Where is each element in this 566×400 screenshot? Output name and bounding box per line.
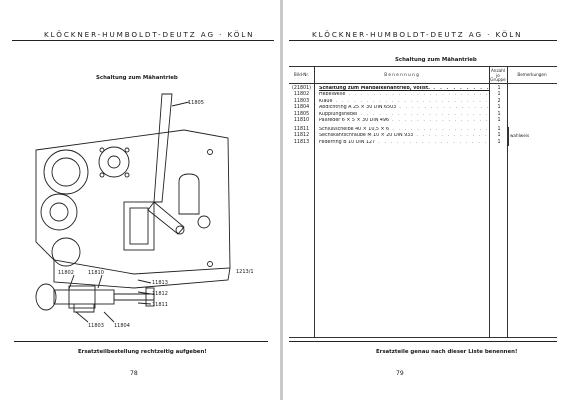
- table-row: 11813 Federring B 10 DIN 127 . . . . . .…: [293, 139, 501, 145]
- drawing-number: 1213/1: [236, 269, 254, 275]
- callout-11805: 11805: [188, 100, 204, 106]
- drawing-callouts: 11805 11802 11810 11813 11812 11811 1180…: [58, 100, 254, 329]
- right-page: KLÖCKNER-HUMBOLDT-DEUTZ AG · KÖLN Schalt…: [283, 0, 566, 400]
- table-row: 11802 Hebelwelle . . . . . . . . . . . .…: [293, 92, 501, 98]
- left-page-subtitle: Schaltung zum Mähantrieb: [96, 75, 178, 81]
- table-row: 11812 Sechskantschraube M 10 × 20 DIN 93…: [293, 133, 530, 139]
- callout-11804: 11804: [114, 323, 130, 329]
- left-header-rule: [12, 40, 274, 41]
- left-page-header: KLÖCKNER-HUMBOLDT-DEUTZ AG · KÖLN: [44, 30, 255, 39]
- callout-11802: 11802: [58, 270, 74, 276]
- wahlweise-brace: [508, 127, 509, 146]
- table-row: 11803 Klaue . . . . . . . . . . . . . . …: [293, 98, 501, 104]
- left-page: KLÖCKNER-HUMBOLDT-DEUTZ AG · KÖLN Schalt…: [0, 0, 280, 400]
- table-row: 11810 Paßfeder 6 × 5 × 30 DIN 496 . . . …: [293, 118, 501, 123]
- page-gutter: [280, 0, 283, 400]
- table-row: 11805 Kupplungshebel . . . . . . . . . .…: [293, 111, 501, 117]
- right-header-rule: [289, 40, 557, 41]
- left-footer-rule: [14, 341, 268, 342]
- kupplungshebel-lever: [153, 93, 173, 203]
- exploded-parts-drawing: 11805 11802 11810 11813 11812 11811 1180…: [35, 93, 254, 329]
- callout-11803: 11803: [88, 323, 104, 329]
- col-header-benennung: B e n e n n u n g: [384, 72, 419, 77]
- right-page-footer: Ersatzteile genau nach dieser Liste bene…: [376, 349, 518, 355]
- col-header-bemerkungen: Bemerkungen: [517, 72, 547, 77]
- table-row: 11811 Schlußscheibe 40 × 10,5 × 6 . . . …: [293, 127, 501, 132]
- right-footer-rule: [289, 341, 557, 342]
- callout-11811: 11811: [152, 302, 168, 308]
- callout-11812: 11812: [152, 291, 168, 297]
- table-row: 11804 Abdichtring A 25 × 30 DIN 6503 . .…: [293, 105, 501, 111]
- col-header-bild-nr: Bild-Nr.: [293, 72, 310, 77]
- housing-outline: [35, 129, 231, 275]
- callout-11810: 11810: [88, 270, 104, 276]
- callout-11813: 11813: [152, 280, 168, 286]
- right-page-header: KLÖCKNER-HUMBOLDT-DEUTZ AG · KÖLN: [312, 30, 523, 39]
- col-header-anzahl: Anzahl: [490, 68, 506, 73]
- col-header-anzahl-gruppe: Gruppe: [490, 77, 506, 82]
- col-header-anzahl-je: je: [496, 72, 500, 78]
- parts-table: Bild-Nr. B e n e n n u n g Anzahl je Gru…: [289, 66, 557, 338]
- right-page-subtitle: Schaltung zum Mähantrieb: [395, 57, 477, 63]
- left-page-footer: Ersatzteilbestellung rechtzeitig aufgebe…: [78, 349, 207, 355]
- table-row: (21801) Schaltung zum Mähbalkenantrieb, …: [291, 86, 501, 91]
- left-page-number: 78: [130, 370, 138, 377]
- right-page-number: 79: [396, 370, 404, 377]
